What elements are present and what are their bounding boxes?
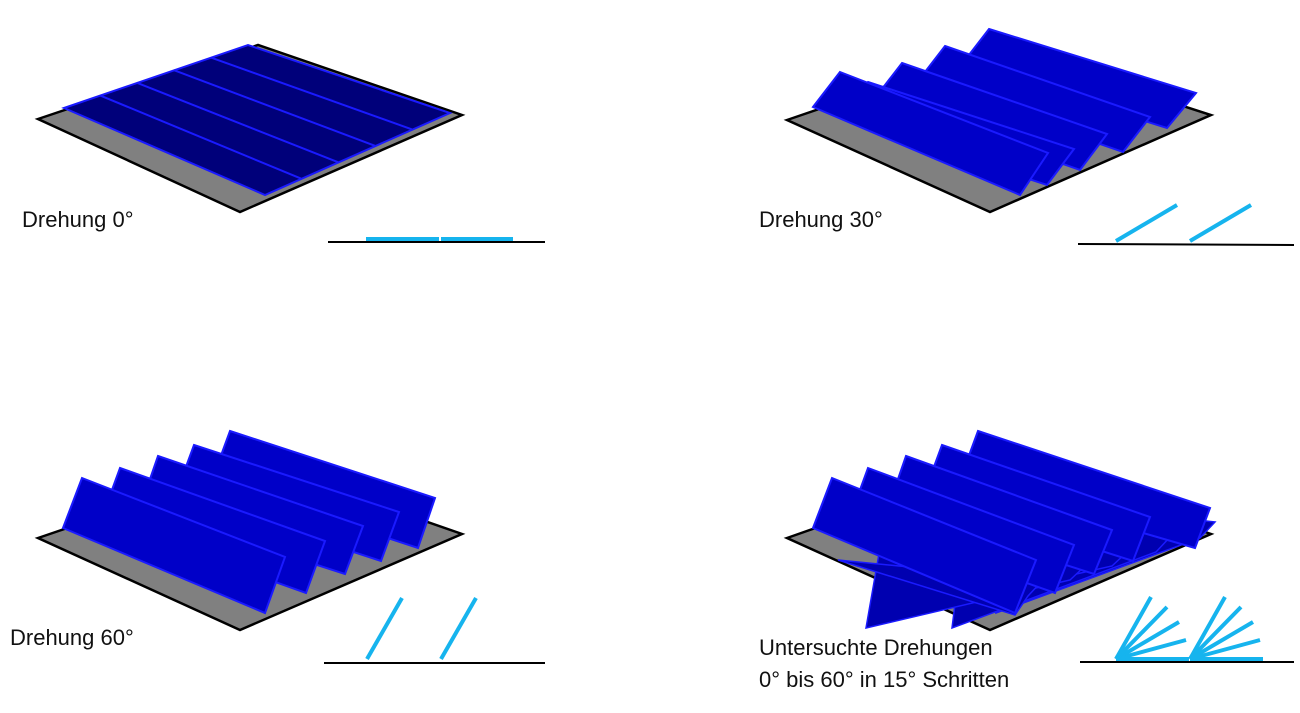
label-rotation-60: Drehung 60° bbox=[10, 625, 134, 650]
profile-rotation-0 bbox=[328, 237, 545, 243]
row-separators bbox=[99, 56, 413, 180]
label-rotation-0: Drehung 0° bbox=[22, 207, 134, 232]
scene-rotation-30 bbox=[783, 27, 1215, 214]
label-sweep-line2: 0° bis 60° in 15° Schritten bbox=[759, 667, 1010, 692]
scene-rotation-0 bbox=[34, 43, 466, 214]
label-sweep-line1: Untersuchte Drehungen bbox=[759, 635, 993, 660]
scene-rotation-sweep bbox=[783, 429, 1217, 632]
profile-rotation-sweep bbox=[1080, 596, 1294, 663]
profile-rotation-30 bbox=[1077, 203, 1295, 246]
pv-row-5 bbox=[960, 27, 1198, 130]
scene-rotation-60 bbox=[34, 429, 466, 632]
label-rotation-30: Drehung 30° bbox=[759, 207, 883, 232]
pv-array-flat bbox=[61, 43, 453, 197]
pv-row-1 bbox=[811, 476, 1038, 615]
pv-row-1 bbox=[61, 476, 287, 615]
pv-row-4 bbox=[916, 44, 1152, 154]
profile-rotation-60 bbox=[324, 597, 545, 664]
pv-row-1 bbox=[811, 70, 1050, 197]
